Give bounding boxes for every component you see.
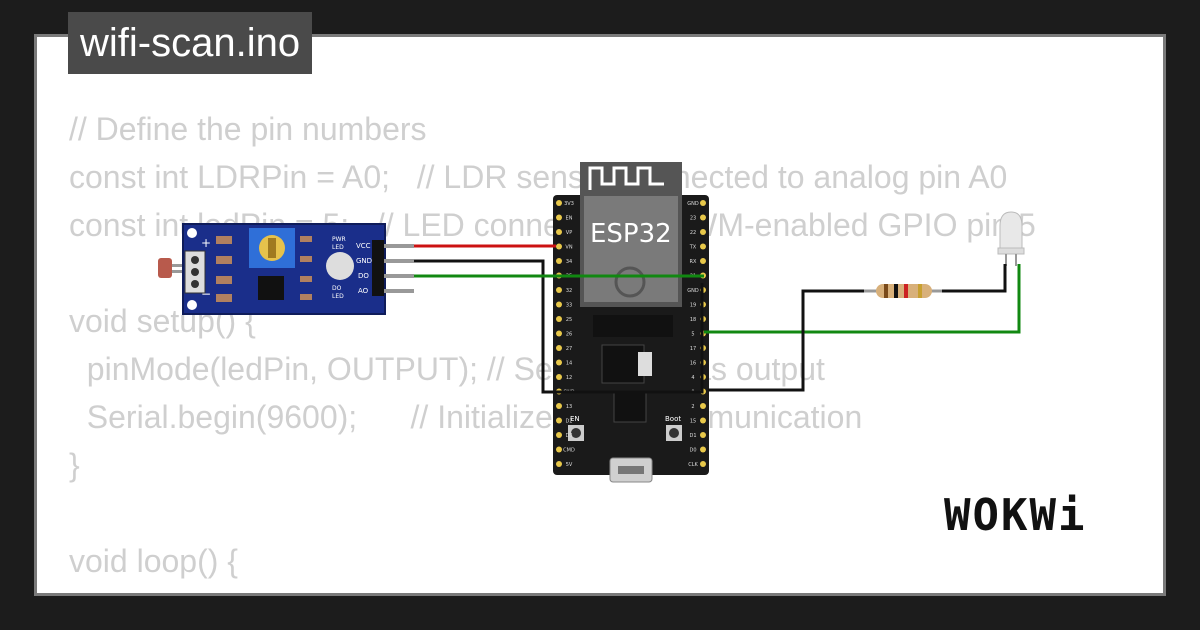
ldr-pin-label-gnd: GND — [356, 257, 372, 265]
svg-text:PWR: PWR — [332, 236, 346, 243]
ldr-pin-label-vcc: VCC — [356, 242, 371, 250]
esp32-pin-label: VP — [566, 230, 572, 236]
esp32-pin-left[interactable] — [556, 229, 562, 235]
wokwi-logo[interactable]: WOKWi — [944, 490, 1087, 541]
esp32-pin-left[interactable] — [556, 243, 562, 250]
esp32-pin-label: EN — [566, 216, 573, 222]
esp32-pin-left[interactable] — [556, 316, 562, 322]
esp32-pin-label: GND — [687, 288, 699, 294]
esp32-pin-left[interactable] — [556, 359, 562, 366]
wire-resistor-gnd[interactable] — [708, 289, 864, 392]
esp32-pin-left[interactable] — [556, 330, 562, 337]
esp32-pin-left[interactable] — [556, 432, 562, 438]
esp32-pin-label: 25 — [566, 317, 572, 323]
esp32-pin-right[interactable] — [700, 461, 706, 467]
esp32-pin-right[interactable] — [700, 258, 706, 264]
code-line: // Define the pin numbers — [69, 111, 427, 147]
esp32-pin-label: CMD — [563, 448, 575, 454]
esp32-pin-left[interactable] — [556, 446, 562, 453]
esp32-pin-right[interactable] — [700, 200, 706, 206]
en-label: EN — [570, 415, 580, 423]
esp32-pin-left[interactable] — [556, 200, 562, 206]
esp32-label: ESP32 — [590, 219, 672, 249]
ldr-module[interactable]: + − PWR LED DO LED VCC GND DO AO — [182, 223, 414, 315]
minus-label: − — [201, 287, 211, 301]
esp32-pin-label: 27 — [566, 346, 572, 352]
esp32-pin-label: D1 — [689, 433, 696, 439]
code-line: int lightLevel = analogRead(LDRPin); // … — [69, 585, 1068, 593]
esp32-pin-label: D0 — [689, 448, 696, 454]
esp32-board[interactable]: ESP32 EN Boot 3V3ENVPVN34353233252627141… — [553, 162, 709, 483]
ldr-pin-label-ao: AO — [358, 287, 369, 295]
file-title: wifi-scan.ino — [68, 12, 313, 74]
wire-led-anode[interactable] — [704, 264, 1021, 334]
esp32-pin-label: 3V3 — [564, 201, 574, 207]
svg-text:LED: LED — [332, 293, 344, 300]
esp32-pin-label: 16 — [690, 361, 696, 367]
esp32-pin-label: 34 — [566, 259, 572, 265]
esp32-pin-left[interactable] — [556, 258, 562, 264]
esp32-pin-label: 32 — [566, 288, 572, 294]
wire-gnd[interactable] — [414, 259, 704, 394]
esp32-pin-left[interactable] — [556, 461, 562, 467]
esp32-pin-left[interactable] — [556, 345, 562, 351]
resistor[interactable] — [864, 284, 942, 298]
wire-led-cathode[interactable] — [942, 264, 1007, 293]
esp32-pin-label: 5 — [691, 332, 694, 338]
esp32-pin-label: 2 — [691, 404, 694, 410]
esp32-pin-right[interactable] — [700, 417, 706, 424]
esp32-pin-left[interactable] — [556, 301, 562, 308]
esp32-pin-label: 22 — [690, 230, 696, 236]
esp32-pin-left[interactable] — [556, 417, 562, 424]
svg-text:LED: LED — [332, 244, 344, 251]
esp32-pin-label: 15 — [690, 419, 696, 425]
esp32-pin-right[interactable] — [700, 214, 706, 221]
code-line: void loop() { — [69, 543, 238, 579]
esp32-pin-label: 14 — [566, 361, 572, 367]
ldr-pin-label-do: DO — [358, 272, 369, 280]
esp32-pin-label: GND — [687, 201, 699, 207]
esp32-pin-left[interactable] — [556, 287, 562, 293]
esp32-pin-label: 12 — [566, 375, 572, 381]
esp32-pin-left[interactable] — [556, 403, 562, 409]
esp32-pin-right[interactable] — [700, 403, 706, 409]
esp32-pin-label: TX — [689, 245, 697, 251]
esp32-pin-label: 5V — [566, 462, 573, 468]
esp32-pin-right[interactable] — [700, 243, 706, 250]
esp32-pin-label: 4 — [691, 375, 694, 381]
esp32-pin-label: VN — [565, 245, 572, 251]
esp32-pin-label: 19 — [690, 303, 696, 309]
svg-text:DO: DO — [332, 285, 342, 292]
esp32-pin-left[interactable] — [556, 374, 562, 380]
esp32-pin-label: 23 — [690, 216, 696, 222]
esp32-pin-label: 33 — [566, 303, 572, 309]
esp32-pin-label: 13 — [566, 404, 572, 410]
esp32-pin-left[interactable] — [556, 214, 562, 221]
plus-label: + — [201, 236, 211, 250]
esp32-pin-label: 26 — [566, 332, 572, 338]
esp32-pin-label: D2 — [565, 419, 572, 425]
esp32-pin-right[interactable] — [700, 446, 706, 453]
esp32-pin-label: CLK — [688, 462, 698, 468]
photoresistor[interactable] — [158, 258, 186, 278]
code-line: } — [69, 447, 80, 483]
boot-label: Boot — [665, 415, 681, 423]
esp32-pin-label: RX — [690, 259, 697, 265]
esp32-pin-right[interactable] — [700, 432, 706, 438]
esp32-pin-label: D3 — [565, 433, 572, 439]
led[interactable] — [997, 211, 1025, 266]
esp32-pin-label: 18 — [690, 317, 696, 323]
esp32-pin-label: 17 — [690, 346, 696, 352]
esp32-pin-right[interactable] — [700, 229, 706, 235]
